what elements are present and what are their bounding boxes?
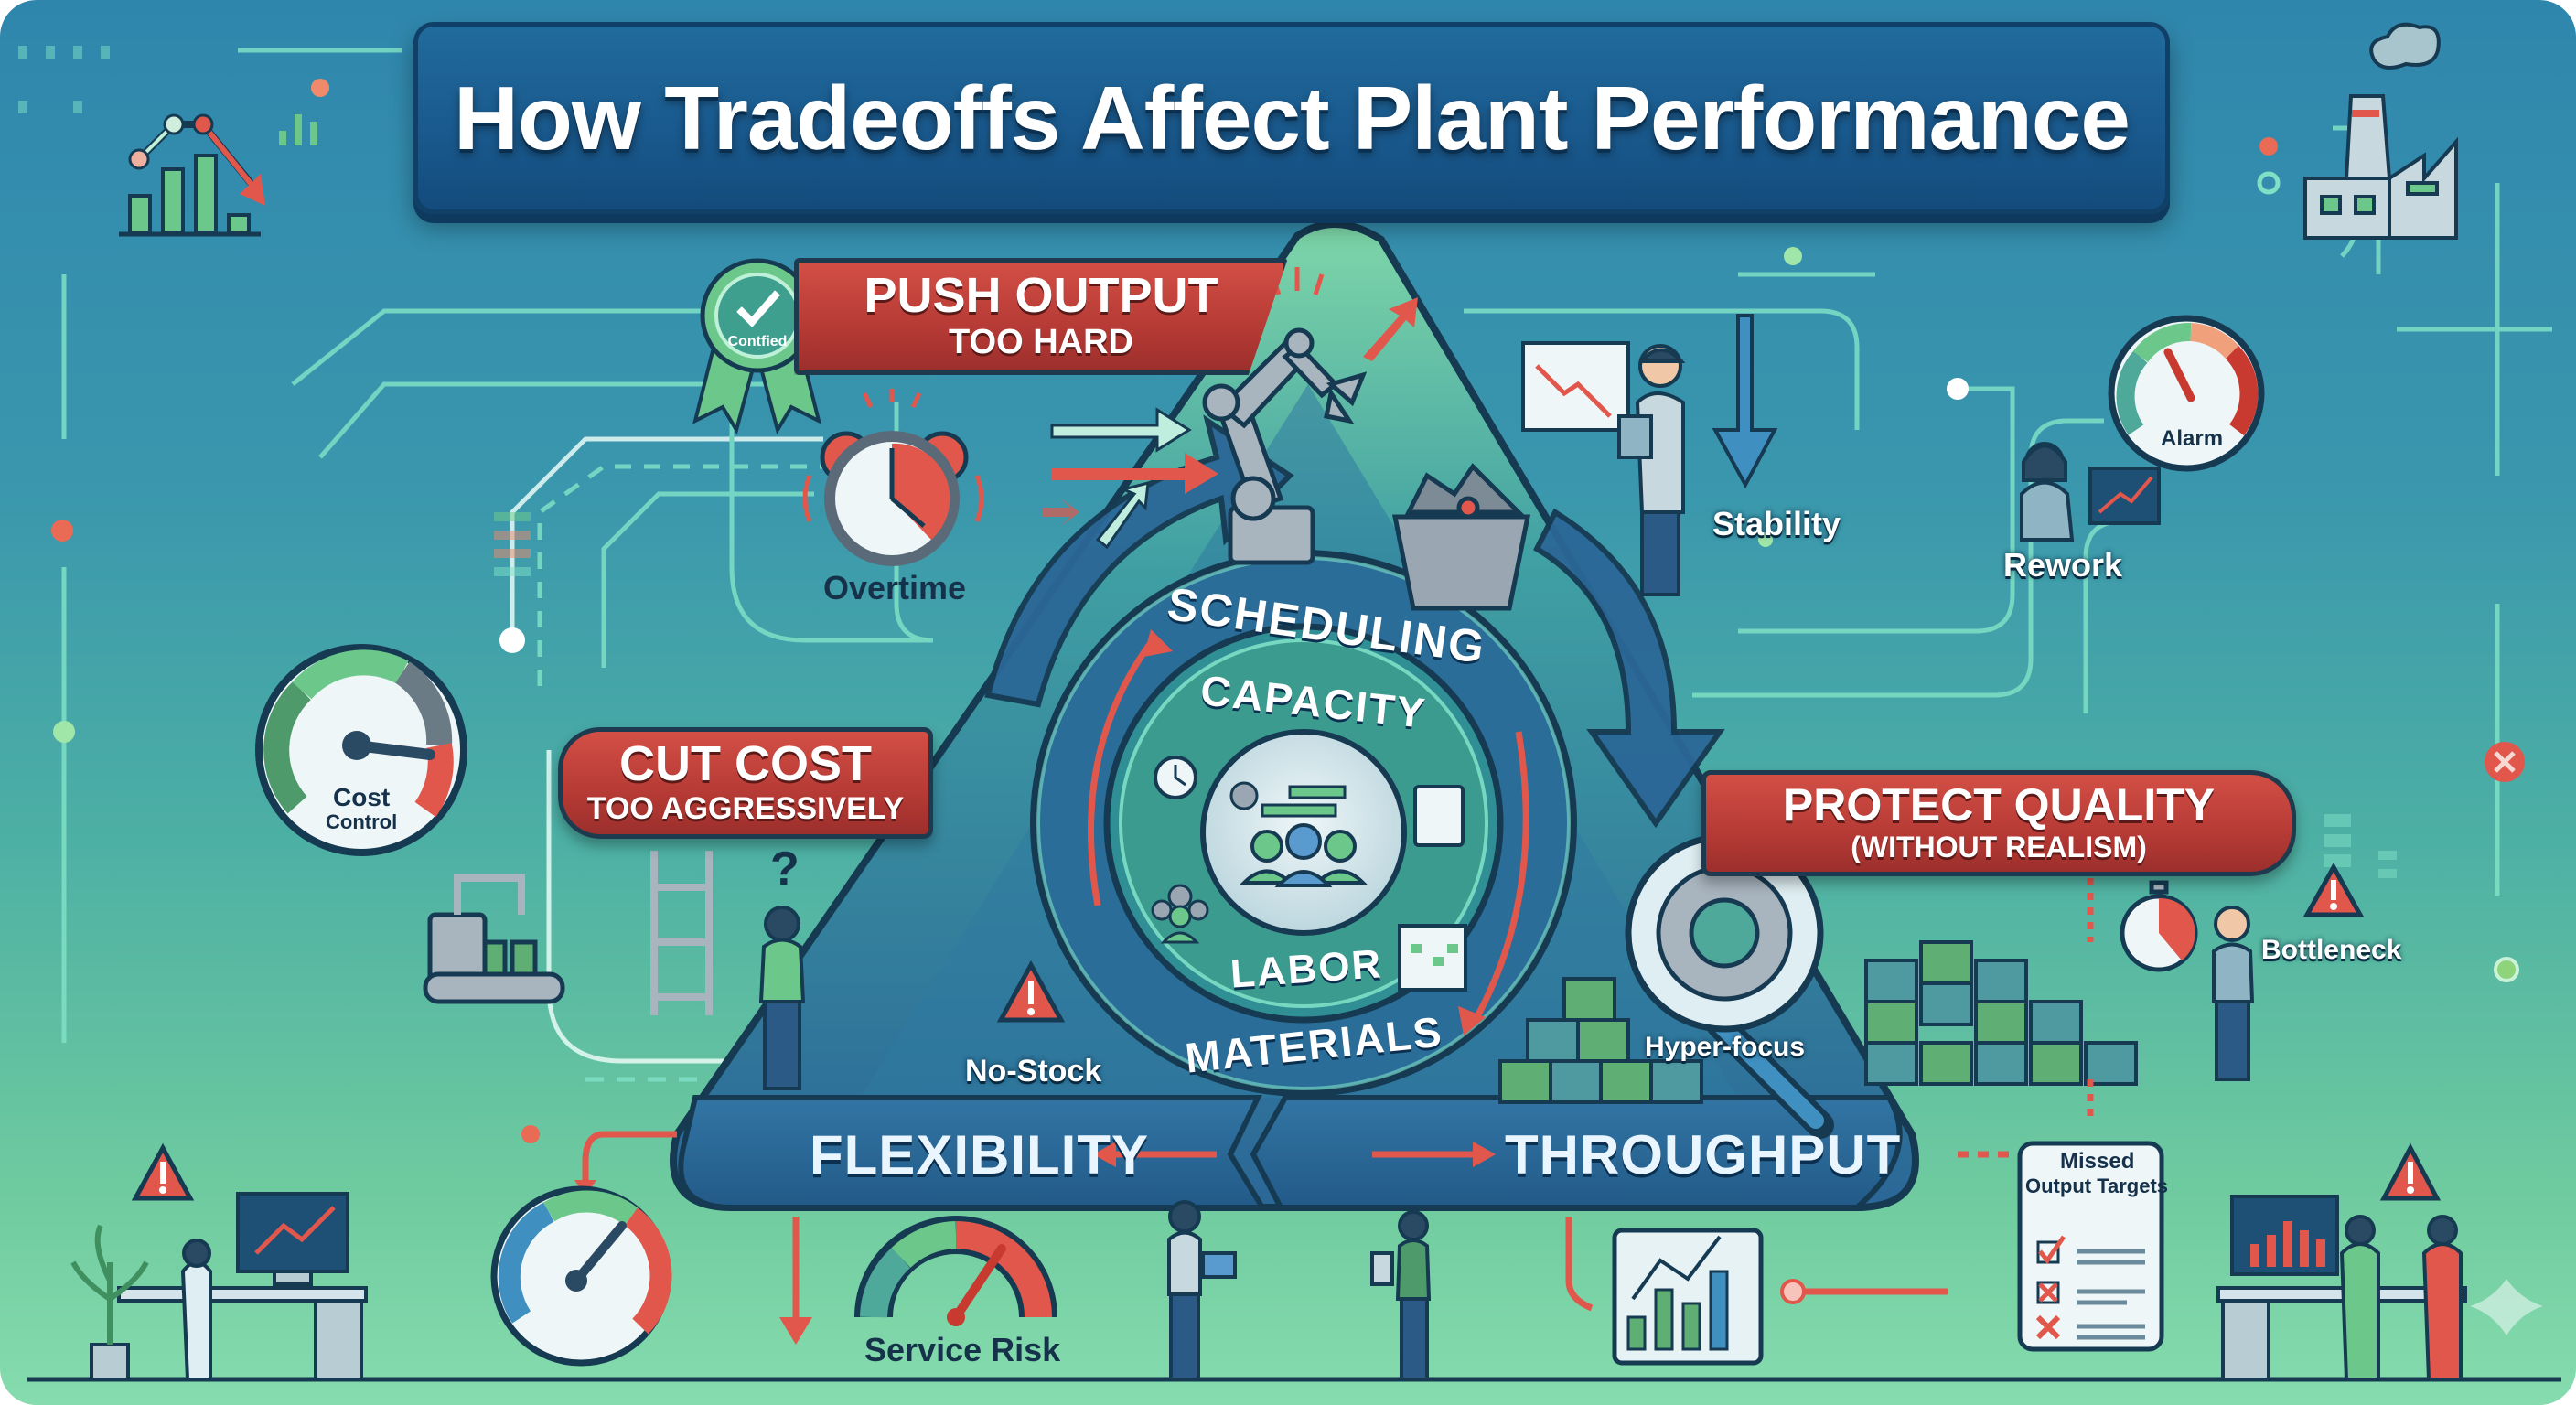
desk-left [70, 1192, 368, 1381]
cost-control-gauge [255, 644, 467, 856]
flexibility-label: FLEXIBILITY [810, 1124, 1149, 1185]
presenter-figures [1167, 1200, 1432, 1381]
service-risk-gauge [854, 1216, 1057, 1326]
confused-worker [758, 906, 806, 1090]
analyst-figure-stability [1521, 341, 1686, 596]
cycle-arrows [984, 414, 1725, 829]
factory-icon [2303, 22, 2458, 240]
question-mark-icon: ? [770, 842, 800, 896]
bottleneck-stopwatch [2120, 880, 2198, 972]
data-bars-deco [18, 46, 2397, 878]
stability-arrow [1712, 314, 1778, 489]
warning-marks [159, 880, 2414, 1194]
cut-cost-banner: CUT COST TOO AGGRESSIVELY [558, 727, 933, 839]
hyper-focus-label: Hyper-focus [1645, 1032, 1806, 1062]
crates [1498, 940, 2138, 1104]
certified-ribbon [692, 258, 821, 435]
arrowheads [574, 1142, 1806, 1345]
certified-badge-label: Contfied [727, 334, 788, 349]
overtime-clock [802, 389, 984, 566]
flow-arrows [582, 878, 2094, 1317]
page-title: How Tradeoffs Affect Plant Performance [454, 67, 2131, 168]
declining-chart-icon [119, 113, 317, 237]
bottleneck-label: Bottleneck [2261, 935, 2402, 965]
throughput-chart-card [1612, 1228, 1764, 1366]
sparkle-icon [2470, 1279, 2543, 1335]
rework-label: Rework [2003, 546, 2123, 584]
alarm-gauge [2108, 315, 2265, 472]
throughput-label: THROUGHPUT [1505, 1124, 1902, 1185]
push-output-line2: TOO HARD [949, 323, 1133, 362]
stability-label: Stability [1712, 505, 1841, 542]
rework-figure [2020, 442, 2161, 542]
speed-gauge [490, 1185, 672, 1367]
cost-control-label-line2: Control [326, 810, 398, 833]
conveyor-machine [423, 874, 565, 1004]
protect-quality-banner: PROTECT QUALITY (WITHOUT REALISM) [1701, 770, 2296, 876]
bottleneck-figure [2212, 906, 2255, 1081]
cut-cost-line2: TOO AGGRESSIVELY [586, 791, 905, 827]
center-rings [1030, 550, 1577, 1097]
robotic-arm [1202, 327, 1368, 565]
title-banner: How Tradeoffs Affect Plant Performance [413, 22, 2170, 214]
cut-cost-line1: CUT COST [619, 736, 872, 792]
pressure-arrows [1043, 267, 1418, 550]
shelving [650, 851, 713, 1015]
group-icon [1151, 884, 1209, 944]
missed-targets-label-line2: Output Targets [2025, 1174, 2169, 1197]
service-risk-label: Service Risk [864, 1331, 1061, 1368]
desk-right [2216, 1195, 2467, 1381]
team-icon [1229, 781, 1368, 887]
magnifier-gear [1625, 833, 1834, 1139]
alarm-label: Alarm [2161, 426, 2224, 451]
missed-targets-label-line1: Missed [2060, 1149, 2135, 1174]
checklist-small-icon [1413, 785, 1465, 847]
protect-quality-line2: (WITHOUT REALISM) [1851, 831, 2147, 864]
push-output-banner: PUSH OUTPUT TOO HARD [794, 258, 1288, 375]
close-circle-icon [2485, 742, 2525, 782]
cost-control-label-line1: Cost [333, 783, 391, 811]
missed-targets-card [2017, 1141, 2164, 1352]
push-output-line1: PUSH OUTPUT [864, 268, 1218, 324]
no-stock-label: No-Stock [965, 1054, 1102, 1089]
overtime-label: Overtime [823, 569, 967, 606]
scrap-bin [1391, 463, 1531, 611]
protect-quality-line1: PROTECT QUALITY [1782, 779, 2216, 831]
